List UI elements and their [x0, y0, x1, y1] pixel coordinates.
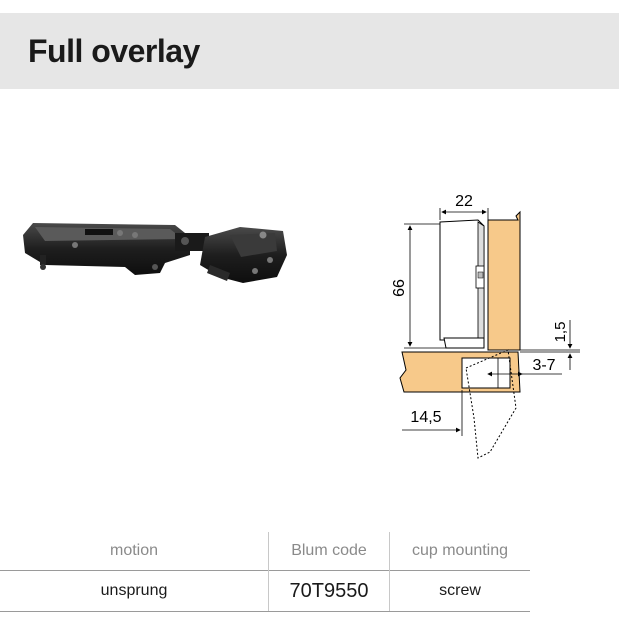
cell-motion: unsprung: [0, 570, 269, 612]
dimension-height-label: 66: [391, 279, 408, 297]
header-motion: motion: [109, 542, 159, 559]
dimension-overlay-label: 3-7: [532, 357, 555, 374]
cell-cup-mounting: screw: [389, 570, 530, 612]
cabinet-side-panel: [487, 210, 521, 351]
page-title: Full overlay: [28, 33, 200, 69]
spec-table: motion Blum code cup mounting unsprung 7…: [0, 532, 530, 612]
dimension-width-label: 22: [455, 193, 473, 210]
overlay-dimension-diagram: 22 66 1,5 3-7 14,5: [391, 193, 580, 459]
cell-blum-code: 70T9550: [268, 570, 390, 612]
hinge-product-image: [23, 223, 287, 283]
table-row: unsprung 70T9550 screw: [0, 570, 530, 612]
dimension-gap-label: 1,5: [552, 322, 569, 343]
header-blum-code: Blum code: [268, 532, 390, 571]
page-header: Full overlay: [0, 13, 619, 89]
header-cup-mounting: cup mounting: [389, 532, 530, 571]
table-header-row: motion Blum code cup mounting: [0, 532, 530, 571]
dimension-offset-label: 14,5: [410, 409, 441, 426]
